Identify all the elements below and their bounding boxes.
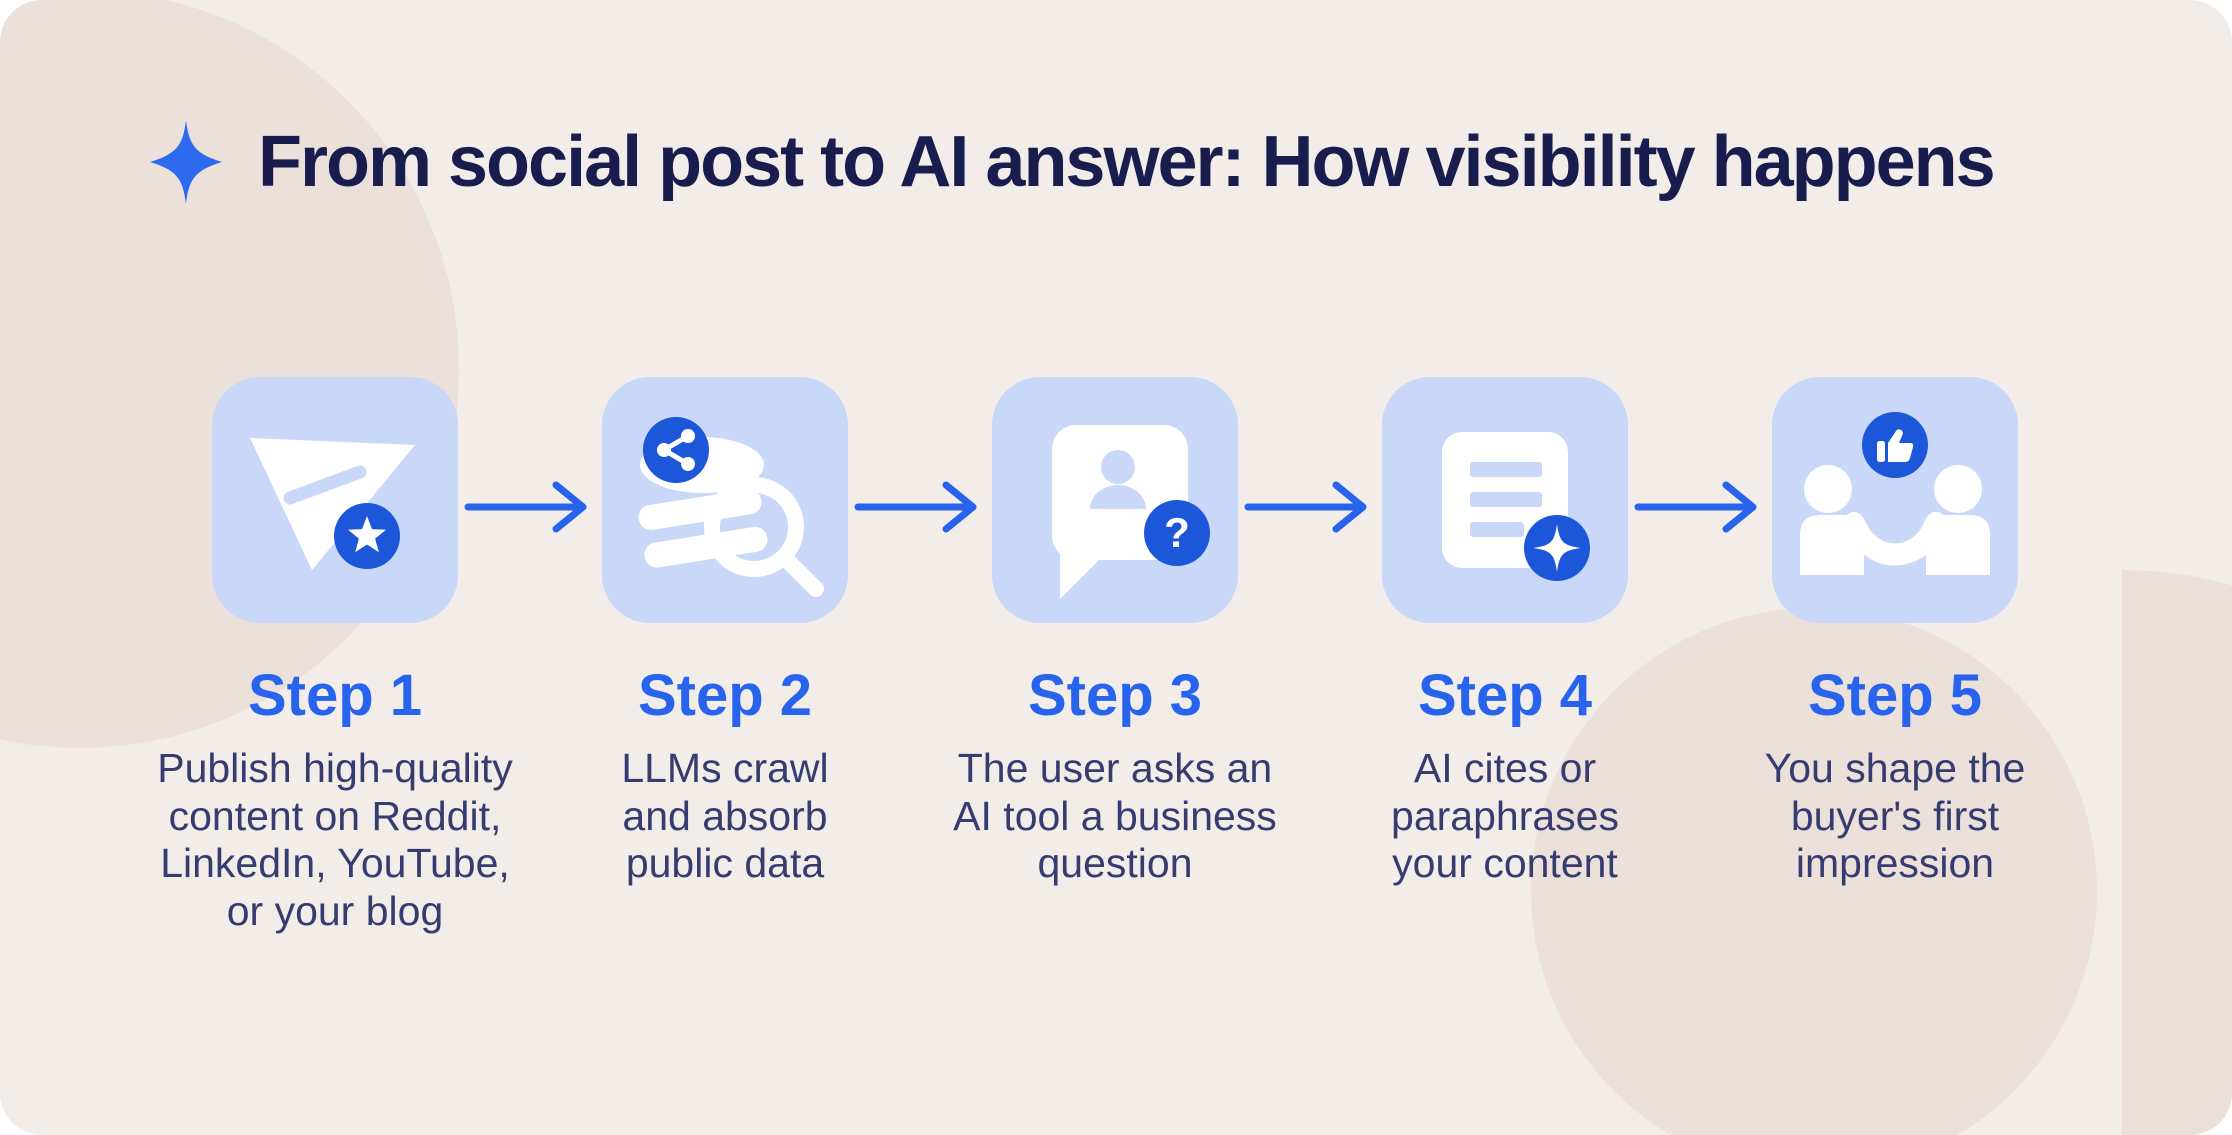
step-column-3: ? Step 3 The user asks an AI tool a busi… (920, 377, 1310, 935)
step-description: The user asks an AI tool a business ques… (953, 745, 1277, 887)
steps-row: Step 1 Publish high-quality content on R… (140, 377, 2090, 935)
arrow-right-icon (464, 481, 587, 533)
step-label: Step 2 (637, 663, 813, 728)
step5-icon-tile (1772, 377, 2018, 623)
step4-icon-tile (1382, 377, 1628, 623)
step2-icon-tile (602, 377, 848, 623)
step-description: LLMs crawl and absorb public data (621, 745, 829, 887)
step-description: Publish high-quality content on Reddit, … (157, 745, 513, 934)
step-description: AI cites or paraphrases your content (1391, 745, 1619, 887)
question-badge: ? (1144, 500, 1210, 566)
step-label: Step 4 (1417, 663, 1593, 728)
header: From social post to AI answer: How visib… (150, 120, 2150, 204)
question-mark-glyph: ? (1164, 509, 1190, 556)
paper-plane-icon (250, 438, 415, 570)
step-column-2: Step 2 LLMs crawl and absorb public data (530, 377, 920, 935)
step3-icon-tile: ? (992, 377, 1238, 623)
document-lines-icon (1442, 432, 1590, 581)
step-column-4: Step 4 AI cites or paraphrases your cont… (1310, 377, 1700, 935)
arrow-right-icon (1634, 481, 1757, 533)
arrow-right-icon (854, 481, 977, 533)
step-column-5: Step 5 You shape the buyer's first impre… (1700, 377, 2090, 935)
chat-bubble-person-icon (1052, 425, 1188, 599)
page-title: From social post to AI answer: How visib… (258, 122, 1996, 202)
step-description: You shape the buyer's first impression (1764, 745, 2026, 887)
step1-icon-tile (212, 377, 458, 623)
decor-halfdisc-right-edge (2122, 570, 2232, 1135)
step-label: Step 1 (247, 663, 423, 728)
step-label: Step 3 (1027, 663, 1203, 728)
people-handshake-icon (1800, 412, 1990, 575)
step-column-1: Step 1 Publish high-quality content on R… (140, 377, 530, 935)
sparkle-icon (150, 120, 222, 204)
arrow-right-icon (1244, 481, 1367, 533)
database-search-icon (638, 417, 824, 597)
step-label: Step 5 (1807, 663, 1983, 728)
share-badge (643, 417, 709, 483)
decor-circle-bottom-right (1531, 608, 2097, 1135)
